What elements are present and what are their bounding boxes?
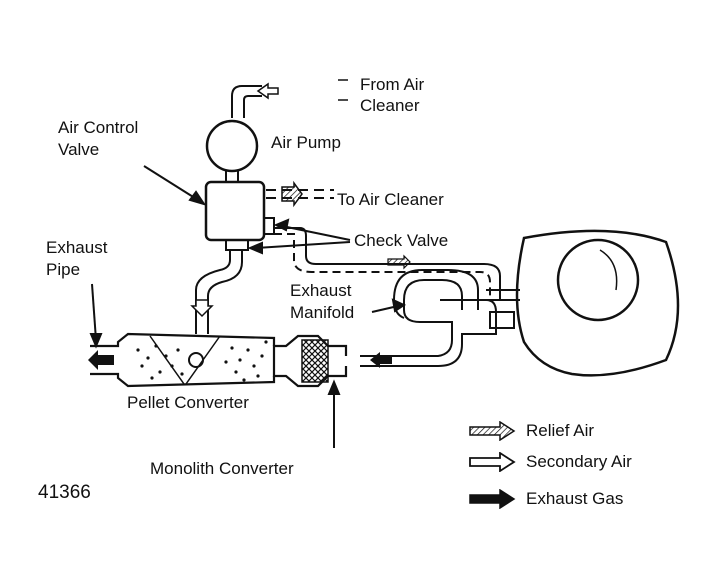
legend-relief-air: Relief Air: [468, 421, 594, 441]
solid-arrow-icon: [469, 489, 516, 509]
intake-hose: [231, 85, 262, 118]
from-air-cleaner-label-line2: Cleaner: [360, 96, 420, 115]
relief-air-arrow: [281, 180, 303, 208]
monolith-converter-label: Monolith Converter: [150, 459, 294, 478]
legend-exhaust-gas-label: Exhaust Gas: [526, 489, 624, 508]
air-control-valve-label-line2: Valve: [58, 140, 100, 159]
exhaust-pipe-label-line2: Pipe: [46, 260, 81, 279]
exhaust-arrow-inlet: [370, 352, 392, 368]
legend-secondary-air: Secondary Air: [468, 452, 632, 472]
exhaust-manifold: [360, 279, 463, 357]
secondary-air-arrow-down: [190, 299, 214, 318]
air-pump: [205, 119, 259, 173]
exhaust-pipe-label-line1: Exhaust: [46, 238, 108, 257]
pellet-converter: [90, 332, 276, 388]
engine-rotor: [556, 238, 640, 322]
hollow-arrow-icon: [469, 452, 516, 472]
to-air-cleaner-label: To Air Cleaner: [337, 190, 444, 209]
legend-relief-air-label: Relief Air: [526, 421, 595, 440]
check-valve-label: Check Valve: [354, 231, 449, 250]
legend-secondary-air-label: Secondary Air: [526, 452, 632, 471]
exhaust-arrow-outlet: [88, 350, 114, 370]
secondary-air-pipe: [195, 250, 231, 334]
legend-exhaust-gas: Exhaust Gas: [468, 489, 623, 509]
air-control-valve: [204, 180, 266, 242]
engine-housing: [515, 229, 680, 377]
pellet-converter-label: Pellet Converter: [127, 393, 249, 412]
from-air-cleaner-label-line1: From Air: [360, 75, 425, 94]
figure-number: 41366: [38, 482, 91, 503]
exhaust-manifold-label-line2: Manifold: [290, 303, 355, 322]
hatched-arrow-icon: [469, 421, 516, 441]
air-pump-label: Air Pump: [271, 133, 341, 152]
air-control-valve-label-line1: Air Control: [58, 118, 139, 137]
exhaust-manifold-label-line1: Exhaust: [290, 281, 352, 300]
secondary-air-arrow-intake: [256, 82, 279, 100]
